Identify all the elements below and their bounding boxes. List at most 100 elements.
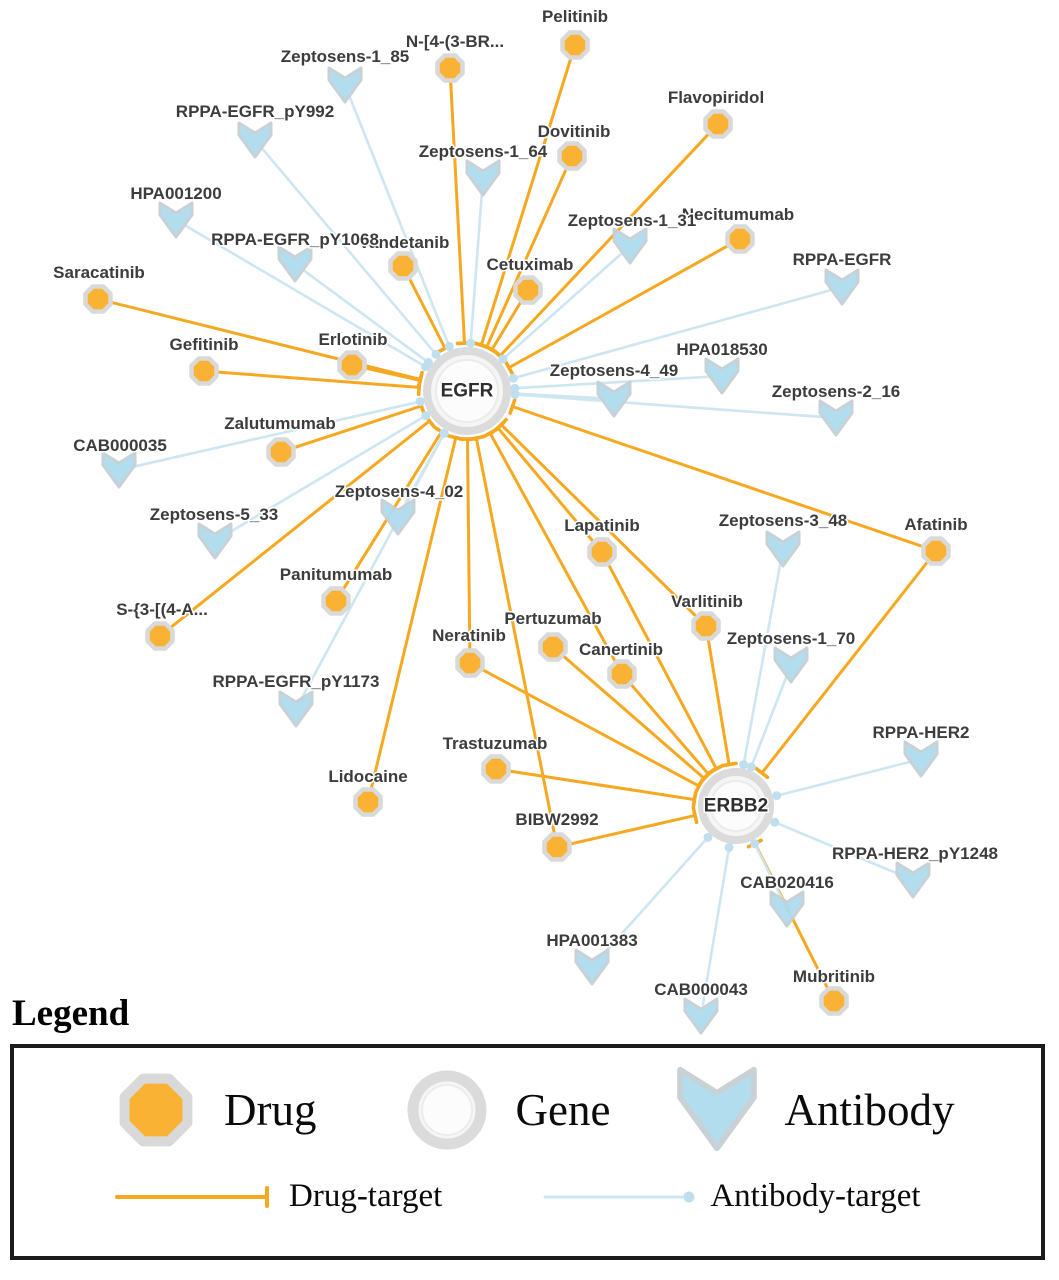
antibody-node[interactable] xyxy=(683,997,719,1035)
antibody-node[interactable] xyxy=(465,159,501,197)
drug-target-edge xyxy=(216,370,421,389)
drug-target-edge xyxy=(607,562,718,771)
antibody-target-edge xyxy=(511,288,832,380)
antibody-node[interactable] xyxy=(765,530,801,568)
drug-target-edge xyxy=(496,426,595,543)
antibody-node[interactable] xyxy=(380,498,416,536)
drug-node[interactable] xyxy=(189,356,219,386)
legend-antibody-target-label: Antibody-target xyxy=(710,1178,921,1214)
antibody-target-edge xyxy=(303,269,430,364)
drug-label: Dovitinib xyxy=(538,122,611,141)
drug-node[interactable] xyxy=(557,141,587,171)
drug-node[interactable] xyxy=(560,30,590,60)
drug-node[interactable] xyxy=(145,621,175,651)
drug-node[interactable] xyxy=(435,53,465,83)
drug-node[interactable] xyxy=(725,224,755,254)
drug-label: Flavopiridol xyxy=(668,88,764,107)
drug-label: Necitumumab xyxy=(682,205,794,224)
antibody-node[interactable] xyxy=(704,357,740,395)
antibody-label: Zeptosens-4_49 xyxy=(550,361,679,380)
antibody-target-dot xyxy=(444,341,454,351)
drug-node[interactable] xyxy=(819,986,849,1016)
antibody-node[interactable] xyxy=(769,890,805,928)
antibody-label: CAB020416 xyxy=(740,873,834,892)
antibody-target-dot xyxy=(439,428,449,438)
antibody-node[interactable] xyxy=(818,399,854,437)
drug-label: Saracatinib xyxy=(53,263,145,282)
antibody-node[interactable] xyxy=(277,245,313,283)
drug-target-edge xyxy=(490,300,523,352)
drug-target-tee xyxy=(483,344,500,356)
drug-target-edge xyxy=(480,668,701,788)
drug-node[interactable] xyxy=(83,284,113,314)
antibody-node[interactable] xyxy=(824,268,860,306)
drug-node[interactable] xyxy=(703,109,733,139)
drug-target-edge xyxy=(629,683,710,776)
antibody-node[interactable] xyxy=(903,740,939,778)
drug-target-tee xyxy=(416,371,424,390)
drug-node[interactable] xyxy=(455,648,485,678)
drug-target-edge xyxy=(510,405,925,548)
antibody-node[interactable] xyxy=(278,690,314,728)
antibody-target-edge xyxy=(513,393,826,419)
drug-label: Neratinib xyxy=(432,626,506,645)
antibody-target-dot xyxy=(703,832,713,842)
antibody-node[interactable] xyxy=(574,948,610,986)
antibody-node[interactable] xyxy=(596,380,632,418)
drug-node[interactable] xyxy=(587,537,617,567)
drug-target-tee xyxy=(697,771,711,786)
drug-node[interactable] xyxy=(513,275,543,305)
antibody-node[interactable] xyxy=(895,861,931,899)
legend-title: Legend xyxy=(12,993,130,1034)
antibody-label: Zeptosens-2_16 xyxy=(772,382,901,401)
antibody-target-dot xyxy=(772,791,782,801)
drug-node[interactable] xyxy=(321,586,351,616)
drug-node[interactable] xyxy=(691,611,721,641)
drug-label: Afatinib xyxy=(904,515,967,534)
drug-target-edge xyxy=(562,654,706,780)
drug-label: Gefitinib xyxy=(170,335,239,354)
drug-target-tee xyxy=(503,359,515,376)
antibody-node[interactable] xyxy=(327,66,363,104)
drug-node[interactable] xyxy=(607,659,637,689)
antibody-node[interactable] xyxy=(158,201,194,239)
antibody-target-dot xyxy=(750,839,760,849)
antibody-label: Zeptosens-1_31 xyxy=(568,211,697,230)
drug-node[interactable] xyxy=(266,437,296,467)
drug-target-tee xyxy=(508,398,517,415)
antibody-target-dot xyxy=(421,411,431,421)
antibody-node[interactable] xyxy=(773,646,809,684)
drug-target-edge xyxy=(364,366,422,382)
legend-drug-target-label: Drug-target xyxy=(289,1178,443,1214)
antibody-target-edge xyxy=(742,559,783,767)
drug-target-edge-icon xyxy=(115,1185,269,1208)
antibody-label: RPPA-EGFR_pY1173 xyxy=(213,672,380,691)
antibody-target-edge xyxy=(348,94,451,348)
antibody-node[interactable] xyxy=(197,522,233,560)
drug-node[interactable] xyxy=(538,632,568,662)
antibody-target-edge xyxy=(749,674,788,769)
drug-node[interactable] xyxy=(542,832,572,862)
drug-node[interactable] xyxy=(353,787,383,817)
antibody-node[interactable] xyxy=(101,451,137,489)
drug-node[interactable] xyxy=(388,251,418,281)
drug-target-tee xyxy=(754,766,770,780)
antibody-icon xyxy=(677,1066,758,1152)
gene-node[interactable] xyxy=(423,347,511,435)
drug-label: Trastuzumab xyxy=(443,734,548,753)
drug-target-edge xyxy=(449,80,466,345)
drug-node[interactable] xyxy=(481,754,511,784)
antibody-target-edge xyxy=(300,431,446,700)
antibody-target-dot xyxy=(508,373,518,383)
antibody-label: RPPA-EGFR_pY1068 xyxy=(211,230,379,249)
drug-node[interactable] xyxy=(921,536,951,566)
node-layer xyxy=(83,30,951,1035)
drug-node[interactable] xyxy=(337,350,367,380)
antibody-node[interactable] xyxy=(612,227,648,265)
gene-node[interactable] xyxy=(698,768,774,844)
antibody-node[interactable] xyxy=(237,121,273,159)
antibody-target-dot xyxy=(724,842,734,852)
drug-target-edge xyxy=(369,436,458,790)
drug-target-tee xyxy=(467,434,486,442)
legend-gene-label: Gene xyxy=(515,1085,611,1135)
